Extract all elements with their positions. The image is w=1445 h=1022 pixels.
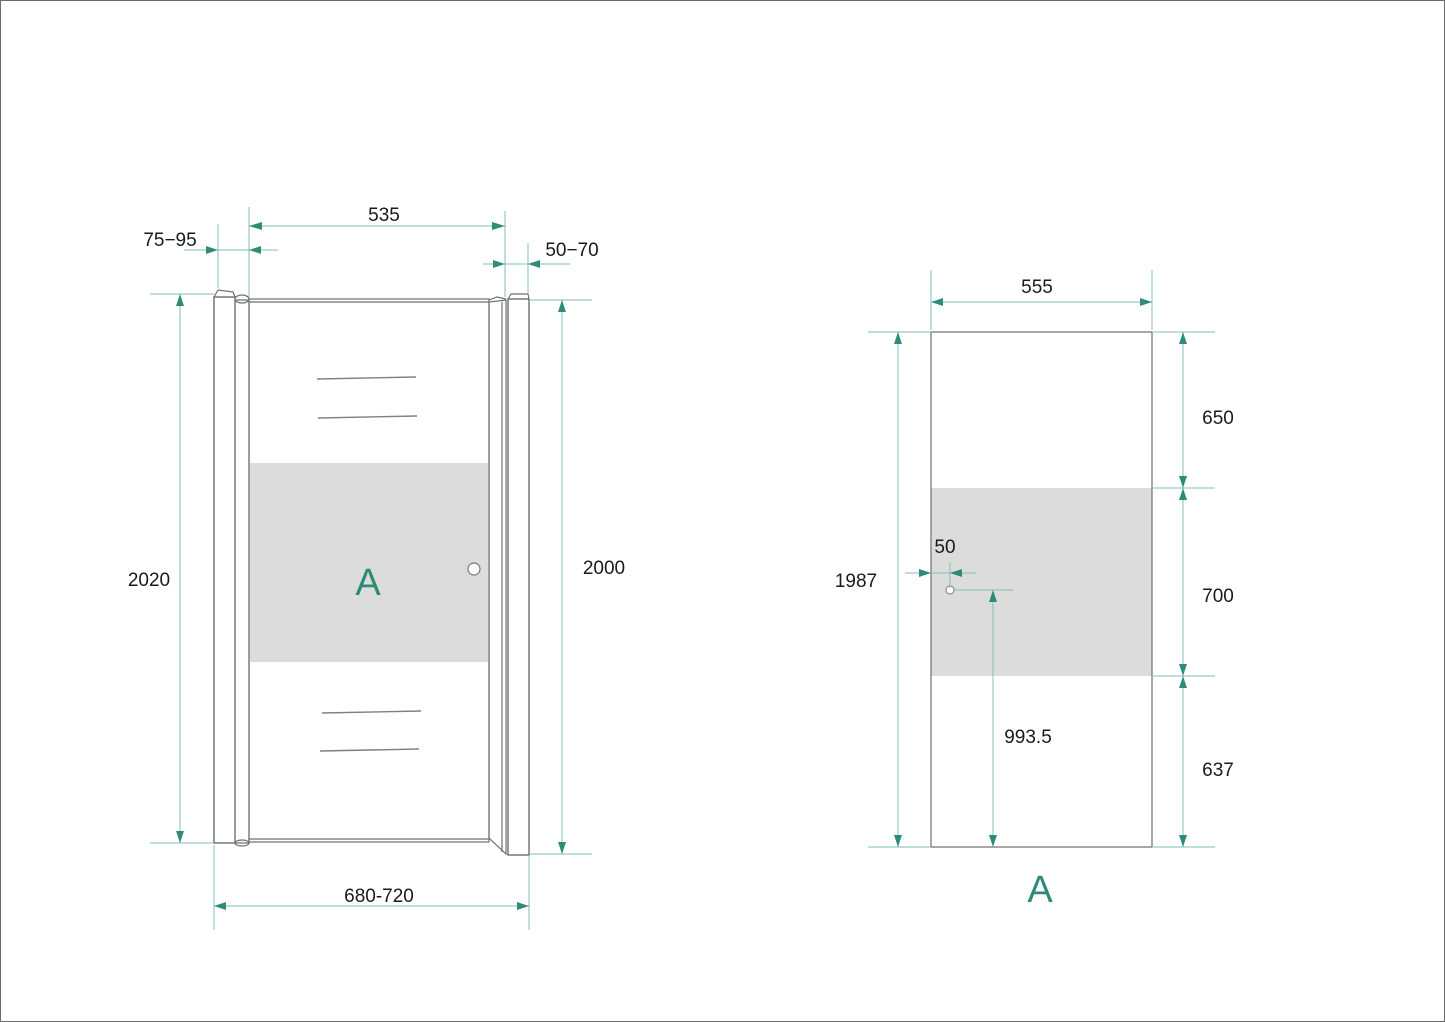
dim-535: 535 bbox=[248, 205, 506, 297]
glass-panel-detail: 555 1987 50 993.5 bbox=[835, 270, 1234, 911]
dim-75-95: 75−95 bbox=[143, 224, 278, 288]
svg-text:50: 50 bbox=[934, 537, 955, 558]
svg-text:637: 637 bbox=[1202, 760, 1234, 781]
frosted-band bbox=[250, 463, 488, 662]
svg-text:555: 555 bbox=[1021, 277, 1053, 298]
door-glass-panel: A bbox=[248, 298, 490, 843]
svg-text:650: 650 bbox=[1202, 408, 1234, 429]
svg-text:700: 700 bbox=[1202, 586, 1234, 607]
svg-text:2020: 2020 bbox=[128, 570, 170, 591]
panel-marker-label: A bbox=[1027, 869, 1053, 911]
dim-chain-right: 650 700 637 bbox=[1152, 331, 1234, 848]
door-marker-label: A bbox=[355, 562, 381, 604]
svg-text:75−95: 75−95 bbox=[143, 230, 196, 251]
door-front-view: A 535 75−95 bbox=[128, 205, 625, 930]
svg-text:2000: 2000 bbox=[583, 558, 625, 579]
frosted-band bbox=[931, 488, 1152, 676]
dim-50-70: 50−70 bbox=[483, 240, 599, 293]
dim-2020: 2020 bbox=[128, 293, 214, 844]
svg-text:993.5: 993.5 bbox=[1004, 727, 1052, 748]
dim-50: 50 bbox=[905, 537, 976, 588]
svg-text:680-720: 680-720 bbox=[344, 886, 414, 907]
dim-993-5: 993.5 bbox=[955, 589, 1052, 847]
svg-text:50−70: 50−70 bbox=[545, 240, 598, 261]
dim-2000: 2000 bbox=[530, 299, 625, 855]
left-wall-profile bbox=[213, 289, 250, 847]
door-handle-knob bbox=[467, 562, 481, 576]
svg-text:1987: 1987 bbox=[835, 571, 877, 592]
dim-680-720: 680-720 bbox=[213, 845, 530, 930]
dim-1987: 1987 bbox=[835, 331, 931, 848]
right-wall-profile bbox=[488, 293, 530, 856]
svg-text:535: 535 bbox=[368, 205, 400, 226]
dim-555: 555 bbox=[930, 270, 1153, 330]
